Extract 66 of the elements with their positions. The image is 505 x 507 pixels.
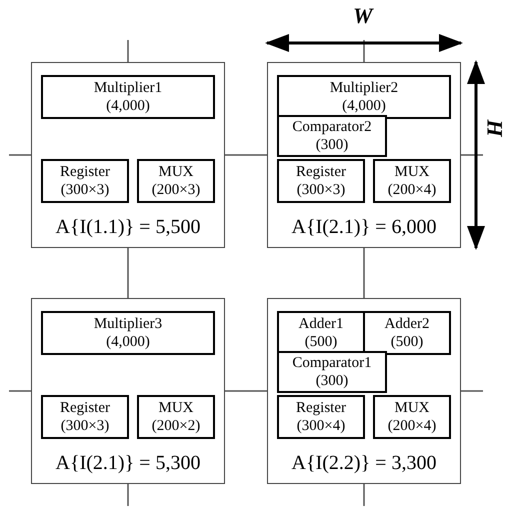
component-name: Register: [60, 399, 110, 417]
component-cost: (4,000): [342, 97, 386, 115]
component-cost: (300×3): [296, 181, 346, 199]
grid-line: [225, 390, 267, 392]
component-box: [363, 311, 451, 355]
component-box: [277, 351, 387, 393]
component-cost: (300×3): [60, 417, 110, 435]
grid-line: [461, 390, 483, 392]
grid-line: [363, 248, 365, 298]
component-name: Multiplier2: [330, 79, 398, 97]
component-cost: (500): [304, 333, 338, 351]
grid-line: [9, 154, 31, 156]
component-cost: (300×4): [296, 417, 346, 435]
component-cost: (200×2): [152, 417, 200, 435]
component-cost: (300): [316, 136, 348, 154]
component-cost: (200×3): [152, 181, 200, 199]
component-name: Register: [296, 399, 346, 417]
component-box: [277, 115, 387, 157]
tile-box: [31, 298, 225, 484]
area-formula: A{I(1.1)} = 5,500: [54, 215, 202, 240]
grid-line: [127, 40, 129, 62]
component-box: [137, 395, 215, 439]
component-box: [277, 75, 451, 119]
grid-line: [363, 484, 365, 506]
component-box: [41, 75, 215, 119]
component-cost: (300×3): [60, 181, 110, 199]
component-name: MUX: [158, 163, 194, 181]
component-name: Register: [296, 163, 346, 181]
grid-line: [461, 154, 483, 156]
grid-line: [127, 484, 129, 506]
component-cost: (4,000): [106, 333, 150, 351]
component-cost: (200×4): [388, 181, 436, 199]
area-formula: A{I(2.1)} = 6,000: [290, 215, 438, 240]
component-name: Multiplier3: [94, 315, 162, 333]
component-name: Register: [60, 163, 110, 181]
tile-box: [267, 62, 461, 248]
component-box: [277, 395, 365, 439]
component-name: Adder1: [298, 315, 344, 333]
component-box: [41, 395, 129, 439]
component-cost: (200×4): [388, 417, 436, 435]
component-box: [41, 311, 215, 355]
component-cost: (4,000): [106, 97, 150, 115]
area-formula: A{I(2.1)} = 5,300: [54, 451, 202, 476]
component-name: Multiplier1: [94, 79, 162, 97]
component-box: [277, 159, 365, 203]
component-name: MUX: [394, 399, 430, 417]
component-box: [41, 159, 129, 203]
component-cost: (500): [390, 333, 424, 351]
component-name: Adder2: [384, 315, 430, 333]
component-name: MUX: [158, 399, 194, 417]
dimension-label: H: [482, 119, 505, 137]
component-box: [373, 159, 451, 203]
grid-line: [127, 248, 129, 298]
grid-line: [225, 154, 267, 156]
component-name: MUX: [394, 163, 430, 181]
component-name: Comparator2: [292, 118, 372, 136]
component-box: [373, 395, 451, 439]
tile-box: [267, 298, 461, 484]
grid-line: [9, 390, 31, 392]
area-formula: A{I(2.2)} = 3,300: [290, 451, 438, 476]
grid-line: [363, 40, 365, 62]
tile-box: [31, 62, 225, 248]
component-box: [137, 159, 215, 203]
component-cost: (300): [316, 372, 348, 390]
component-name: Comparator1: [292, 354, 372, 372]
dimension-label: W: [353, 4, 373, 28]
